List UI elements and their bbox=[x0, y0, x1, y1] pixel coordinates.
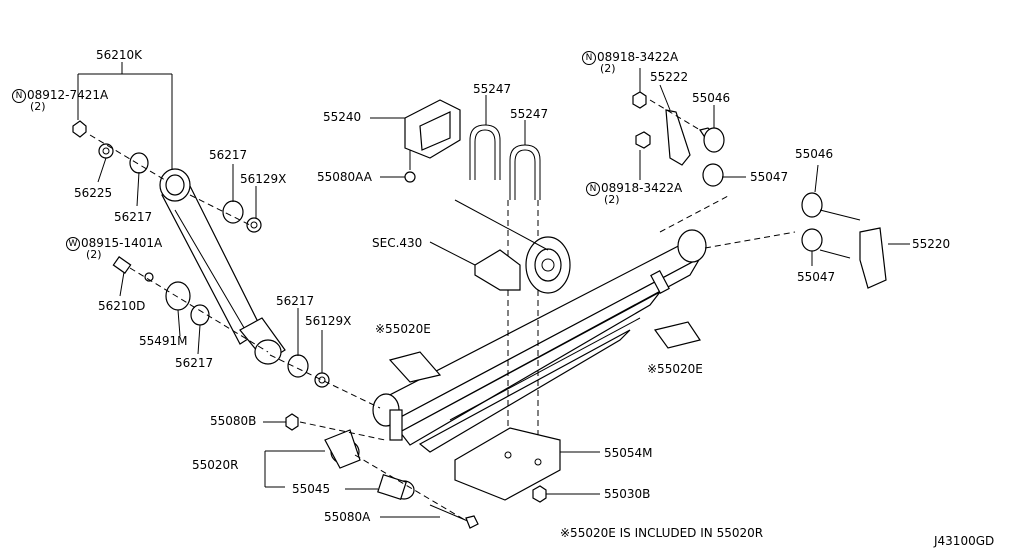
assembly-guides bbox=[89, 99, 796, 521]
label-55080a: 55080A bbox=[324, 510, 371, 524]
label-55047-a: 55047 bbox=[750, 170, 789, 184]
bracket-55240[interactable] bbox=[404, 99, 461, 183]
shackle-parts[interactable] bbox=[632, 91, 887, 289]
label-text: 08915-1401A bbox=[81, 236, 163, 250]
label-56217-c: 56217 bbox=[175, 356, 214, 370]
footnote: ※55020E IS INCLUDED IN 55020R bbox=[560, 526, 764, 540]
nut-mark-icon: N bbox=[582, 51, 596, 65]
lower-mount-parts[interactable] bbox=[112, 256, 330, 388]
label-55222: 55222 bbox=[650, 70, 689, 84]
label-55080b: 55080B bbox=[210, 414, 257, 428]
label-56129x-b: 56129X bbox=[305, 314, 352, 328]
axle-housing[interactable] bbox=[474, 236, 571, 294]
label-56225: 56225 bbox=[74, 186, 113, 200]
nut-mark-icon: N bbox=[586, 182, 600, 196]
washer-mark-icon: W bbox=[66, 237, 80, 251]
label-sec430: SEC.430 bbox=[372, 236, 423, 250]
pad-55020e-right[interactable] bbox=[653, 321, 701, 349]
label-56217-d: 56217 bbox=[276, 294, 315, 308]
label-56210k: 56210K bbox=[96, 48, 143, 62]
shock-absorber[interactable] bbox=[159, 168, 286, 365]
label-55030b: 55030B bbox=[604, 487, 651, 501]
label-56217-b: 56217 bbox=[209, 148, 248, 162]
label-n08918-b-qty: (2) bbox=[604, 193, 620, 206]
label-55247-a: 55247 bbox=[473, 82, 512, 96]
label-55220: 55220 bbox=[912, 237, 951, 251]
label-55054m: 55054M bbox=[604, 446, 653, 460]
label-text: 08918-3422A bbox=[597, 50, 679, 64]
label-text: 08912-7421A bbox=[27, 88, 109, 102]
label-55020e-b: ※55020E bbox=[647, 362, 703, 376]
label-n08918-a-qty: (2) bbox=[600, 62, 616, 75]
label-56129x-a: 56129X bbox=[240, 172, 287, 186]
label-n08912-qty: (2) bbox=[30, 100, 46, 113]
label-55046-b: 55046 bbox=[795, 147, 834, 161]
pad-55020e-left[interactable] bbox=[388, 351, 442, 383]
diagram-code: J43100GD bbox=[934, 534, 995, 548]
label-55020e-a: ※55020E bbox=[375, 322, 431, 336]
label-55045: 55045 bbox=[292, 482, 331, 496]
label-55240: 55240 bbox=[323, 110, 362, 124]
label-55046-a: 55046 bbox=[692, 91, 731, 105]
label-55491m: 55491M bbox=[139, 334, 188, 348]
label-56217-a: 56217 bbox=[114, 210, 153, 224]
label-55080aa: 55080AA bbox=[317, 170, 372, 184]
label-56210d: 56210D bbox=[98, 299, 146, 313]
front-eye-parts[interactable] bbox=[285, 413, 479, 529]
label-55020r: 55020R bbox=[192, 458, 239, 472]
nut-mark-icon: N bbox=[12, 89, 26, 103]
leaf-spring[interactable] bbox=[372, 229, 707, 453]
label-text: 08918-3422A bbox=[601, 181, 683, 195]
label-w08915-qty: (2) bbox=[86, 248, 102, 261]
label-55047-b: 55047 bbox=[797, 270, 836, 284]
label-55247-b: 55247 bbox=[510, 107, 549, 121]
spring-seat-plate[interactable] bbox=[454, 427, 561, 503]
leader-lines bbox=[77, 62, 910, 518]
